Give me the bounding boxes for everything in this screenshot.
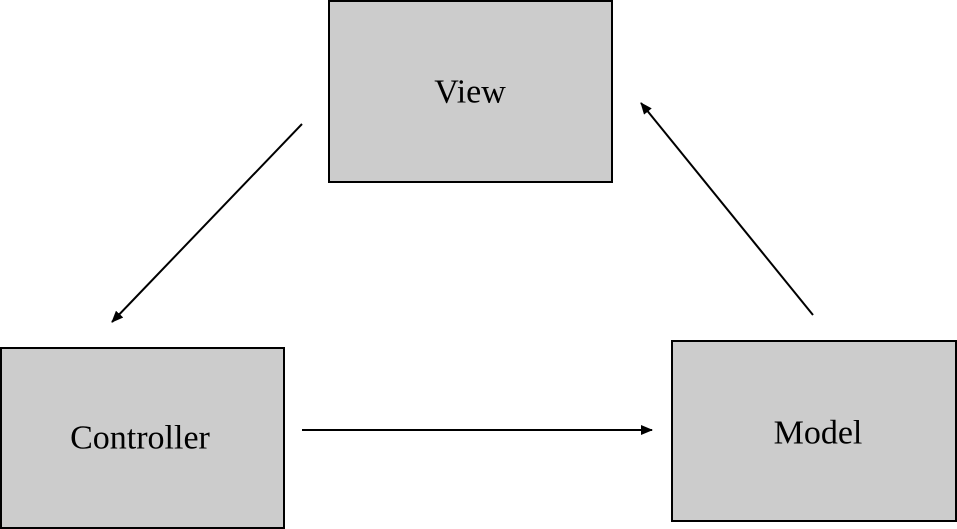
view-node: View — [328, 0, 613, 183]
model-node: Model — [671, 340, 957, 522]
controller-node: Controller — [0, 347, 285, 529]
view-label: View — [434, 74, 506, 111]
edge-model-to-view — [640, 102, 814, 316]
model-label: Model — [774, 415, 863, 452]
edge-view-to-controller — [111, 123, 303, 323]
view-box — [328, 0, 613, 183]
controller-box — [0, 347, 285, 529]
model-box — [671, 340, 957, 522]
controller-label: Controller — [70, 420, 210, 457]
